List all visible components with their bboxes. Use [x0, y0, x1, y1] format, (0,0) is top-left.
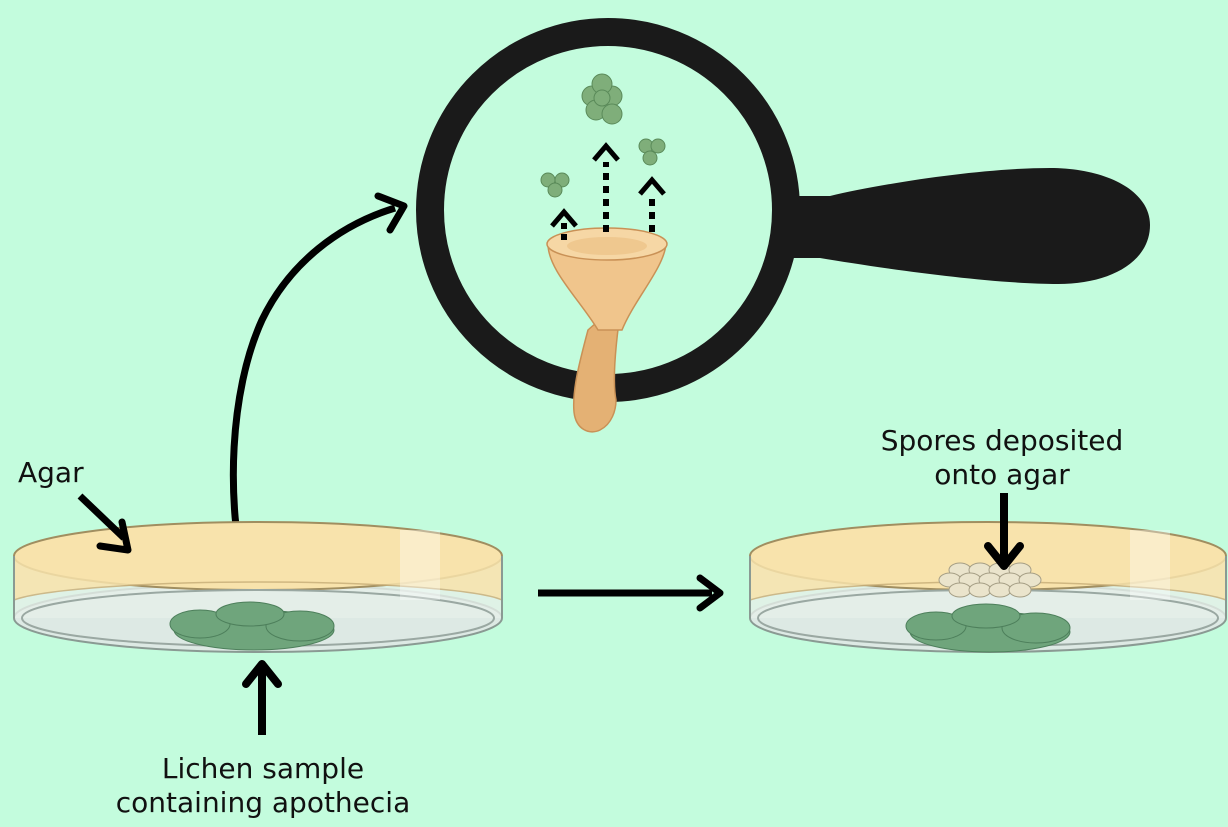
lichen-label-line-2: containing apothecia	[63, 786, 463, 820]
spores-label-line-2: onto agar	[852, 458, 1152, 492]
petri-dish-left	[14, 522, 502, 652]
spores-label-line-1: Spores deposited	[852, 424, 1152, 458]
lichen-label-line-1: Lichen sample	[63, 752, 463, 786]
spores-deposited-label: Spores deposited onto agar	[852, 424, 1152, 492]
lichen-sample-label: Lichen sample containing apothecia	[63, 752, 463, 820]
magnifier-handle	[760, 168, 1150, 284]
magnifying-glass	[430, 32, 1150, 388]
deposited-spores-icon	[939, 563, 1041, 597]
petri-dish-right	[750, 522, 1226, 652]
agar-label: Agar	[18, 456, 84, 490]
